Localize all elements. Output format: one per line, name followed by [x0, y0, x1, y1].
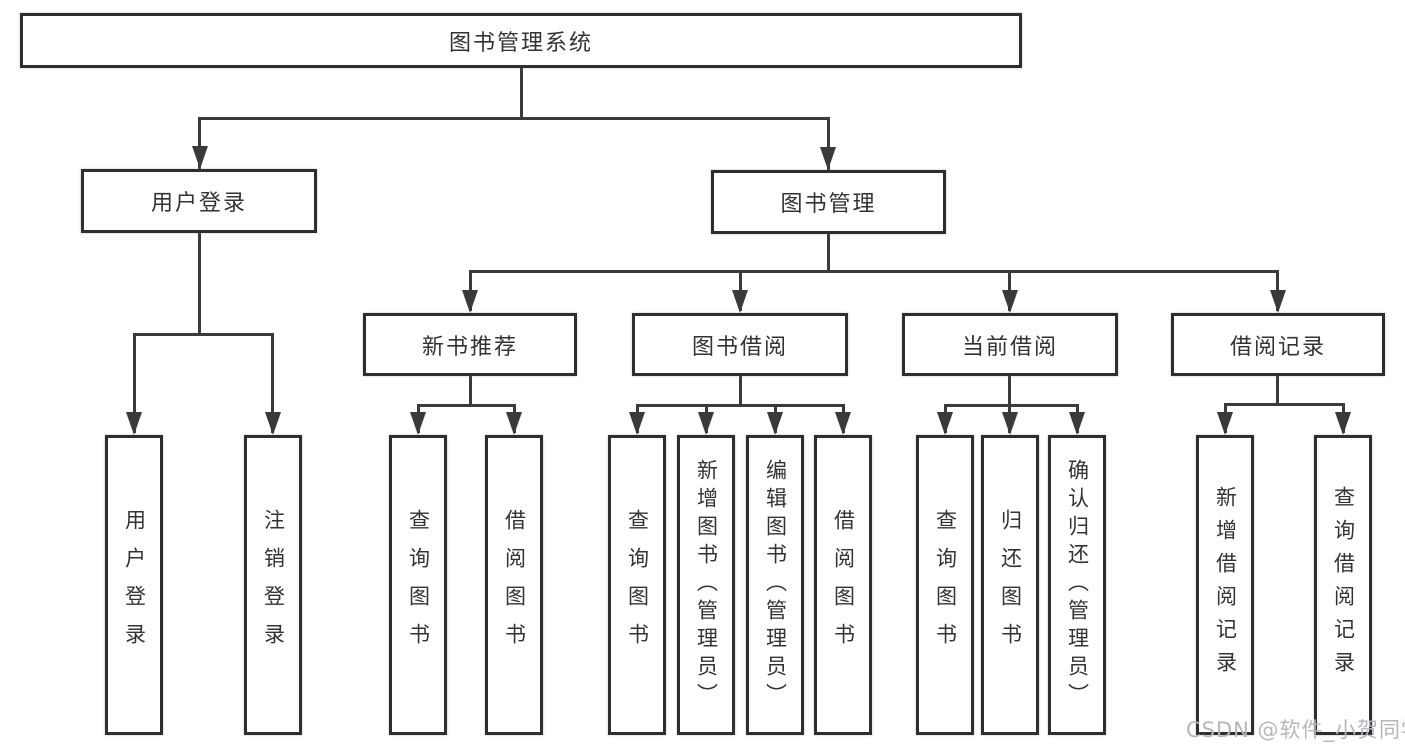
connector-line: [1276, 376, 1279, 406]
connector-line: [469, 270, 1279, 273]
csdn-watermark: CSDN @软件_小贺同学: [1186, 718, 1405, 742]
leaf-borrow-books-recommend: 借阅图书: [485, 435, 543, 735]
connector-line: [944, 404, 1079, 407]
leaf-query-books-borrow: 查询图书: [608, 435, 666, 735]
connector-line: [1008, 376, 1011, 407]
node-book-borrow: 图书借阅: [632, 313, 848, 376]
node-user-login: 用户登录: [81, 169, 317, 233]
arrowhead-icon: [629, 412, 645, 435]
connector-line: [827, 117, 830, 170]
arrowhead-icon: [192, 146, 208, 169]
connector-line: [739, 376, 742, 407]
arrowhead-icon: [126, 412, 142, 435]
leaf-query-books-recommend: 查询图书: [389, 435, 447, 735]
connector-line: [1224, 403, 1344, 406]
connector-line: [636, 404, 845, 407]
arrowhead-icon: [1002, 290, 1018, 313]
leaf-query-borrow-record: 查询借阅记录: [1314, 435, 1372, 735]
leaf-logout: 注销登录: [244, 435, 302, 735]
arrowhead-icon: [1335, 412, 1351, 435]
arrowhead-icon: [820, 147, 836, 170]
connector-line: [417, 404, 516, 407]
node-borrow-records: 借阅记录: [1171, 313, 1385, 376]
node-current-borrow: 当前借阅: [902, 313, 1118, 376]
leaf-add-borrow-record: 新增借阅记录: [1196, 435, 1254, 735]
arrowhead-icon: [937, 412, 953, 435]
connector-line: [198, 117, 829, 120]
arrowhead-icon: [835, 412, 851, 435]
arrowhead-icon: [698, 412, 714, 435]
arrowhead-icon: [410, 412, 426, 435]
leaf-return-books: 归还图书: [981, 435, 1039, 735]
connector-line: [520, 66, 523, 119]
arrowhead-icon: [1217, 412, 1233, 435]
arrowhead-icon: [1069, 412, 1085, 435]
arrowhead-icon: [1002, 412, 1018, 435]
leaf-add-books-admin: 新增图书（管理员）: [677, 435, 735, 735]
leaf-query-books-current: 查询图书: [916, 435, 974, 735]
arrowhead-icon: [462, 290, 478, 313]
arrowhead-icon: [732, 290, 748, 313]
connector-line: [469, 376, 472, 407]
arrowhead-icon: [767, 412, 783, 435]
arrowhead-icon: [506, 412, 522, 435]
leaf-user-login: 用户登录: [105, 435, 163, 735]
node-root: 图书管理系统: [20, 13, 1022, 68]
arrowhead-icon: [265, 412, 281, 435]
connector-line: [271, 333, 274, 433]
node-new-book-recommend: 新书推荐: [363, 313, 577, 376]
connector-line: [198, 233, 201, 335]
node-book-management: 图书管理: [711, 170, 946, 234]
connector-line: [827, 234, 830, 273]
leaf-borrow-books: 借阅图书: [814, 435, 872, 735]
leaf-confirm-return-admin: 确认归还（管理员）: [1048, 435, 1106, 735]
arrowhead-icon: [1270, 290, 1286, 313]
connector-line: [133, 333, 136, 433]
connector-line: [133, 333, 274, 336]
connector-line: [198, 117, 201, 169]
leaf-edit-books-admin: 编辑图书（管理员）: [746, 435, 804, 735]
